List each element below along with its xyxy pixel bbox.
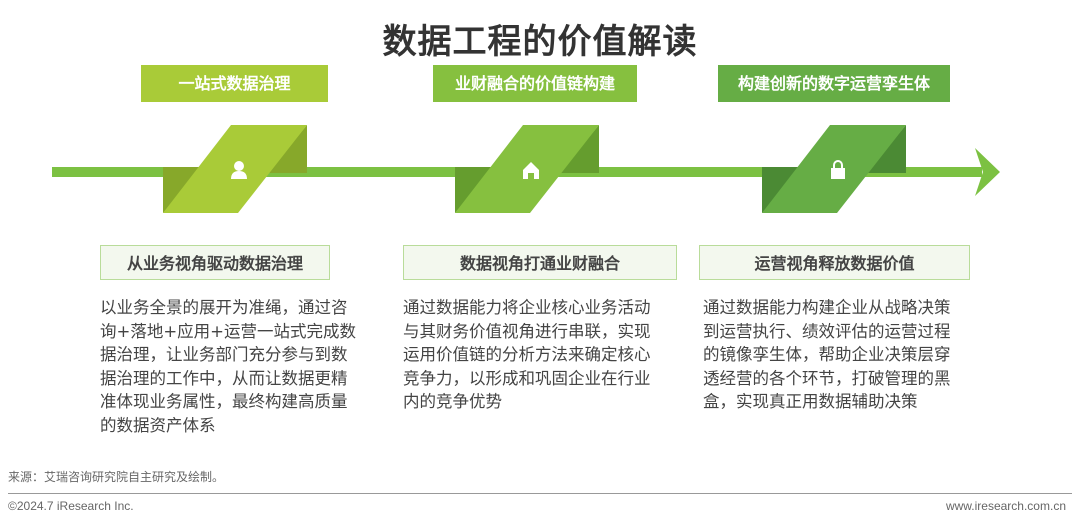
desc-line: 到运营执行、绩效评估的运营过程 xyxy=(703,321,951,341)
desc-line: 通过数据能力构建企业从战略决策 xyxy=(703,298,951,317)
source-note: 来源：艾瑞咨询研究院自主研究及绘制。 xyxy=(8,470,225,484)
pillar-subtitle-value-chain: 数据视角打通业财融合 xyxy=(403,245,677,280)
desc-line: 盒，实现真正用数据辅助决策 xyxy=(703,392,918,412)
home-icon xyxy=(523,162,539,179)
desc-line: 的数据资产体系 xyxy=(100,415,216,435)
pillar-subtitle-digital-twin: 运营视角释放数据价值 xyxy=(699,245,970,280)
desc-line: 以业务全景的展开为准绳，通过咨 xyxy=(100,298,348,317)
desc-line: 的镜像孪生体，帮助企业决策层穿 xyxy=(703,345,951,365)
copyright: ©2024.7 iResearch Inc. xyxy=(8,499,134,513)
page-title: 数据工程的价值解读 xyxy=(382,22,698,62)
desc-line: 竞争力，以形成和巩固企业在行业 xyxy=(403,368,651,388)
desc-line: 准体现业务属性，最终构建高质量 xyxy=(100,392,348,412)
desc-line: 询+落地+应用+运营一站式完成数 xyxy=(100,321,356,341)
website-link[interactable]: www.iresearch.com.cn xyxy=(945,499,1066,513)
pillar-description-governance: 以业务全景的展开为准绳，通过咨 询+落地+应用+运营一站式完成数 据治理，让业务… xyxy=(100,296,356,438)
pillar-description-digital-twin: 通过数据能力构建企业从战略决策 到运营执行、绩效评估的运营过程 的镜像孪生体，帮… xyxy=(703,296,951,414)
footer-divider xyxy=(8,493,1072,494)
desc-line: 据治理的工作中，从而让数据更精 xyxy=(100,368,348,388)
pillar-tag-value-chain: 业财融合的价值链构建 xyxy=(433,65,637,102)
user-icon xyxy=(231,161,247,179)
timeline-arrow xyxy=(52,125,1000,213)
desc-line: 透经营的各个环节，打破管理的黑 xyxy=(703,368,951,388)
pillar-tag-governance: 一站式数据治理 xyxy=(141,65,328,102)
desc-line: 据治理，让业务部门充分参与到数 xyxy=(100,345,348,365)
lock-icon xyxy=(831,160,845,179)
pillar-description-value-chain: 通过数据能力将企业核心业务活动 与其财务价值视角进行串联，实现 运用价值链的分析… xyxy=(403,296,651,414)
desc-line: 通过数据能力将企业核心业务活动 xyxy=(403,298,651,317)
desc-line: 运用价值链的分析方法来确定核心 xyxy=(403,345,651,365)
arrowhead-icon xyxy=(975,148,1000,196)
desc-line: 内的竞争优势 xyxy=(403,392,502,412)
desc-line: 与其财务价值视角进行串联，实现 xyxy=(403,321,651,341)
pillar-subtitle-governance: 从业务视角驱动数据治理 xyxy=(100,245,330,280)
pillar-tag-digital-twin: 构建创新的数字运营孪生体 xyxy=(718,65,950,102)
